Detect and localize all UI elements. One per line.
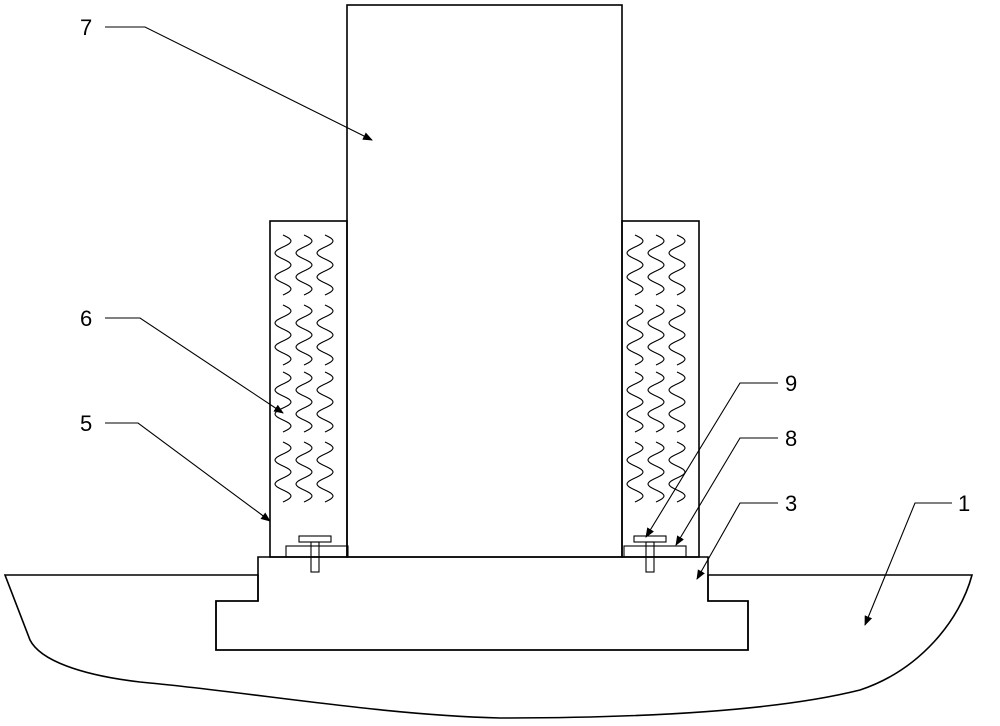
left-spring xyxy=(316,234,334,296)
right-spring xyxy=(668,234,686,296)
callout-3: 3 xyxy=(785,491,797,516)
left-spring xyxy=(316,371,334,433)
callout-7: 7 xyxy=(80,15,92,40)
left-pad-part-8 xyxy=(285,545,349,558)
left-bolt xyxy=(298,535,332,573)
leader-5 xyxy=(105,422,271,522)
leader-8 xyxy=(675,437,778,546)
left-spring xyxy=(295,371,313,433)
right-sleeve-part-5 xyxy=(621,220,700,558)
left-spring xyxy=(316,304,334,366)
callout-1: 1 xyxy=(958,491,970,516)
left-spring xyxy=(295,441,313,503)
left-spring xyxy=(274,371,292,433)
left-spring xyxy=(274,234,292,296)
right-spring xyxy=(668,304,686,366)
right-spring xyxy=(626,304,644,366)
leader-lines xyxy=(105,26,952,626)
left-spring xyxy=(274,441,292,503)
right-springs xyxy=(626,234,686,503)
column-part-7 xyxy=(346,4,623,558)
right-spring xyxy=(647,371,665,433)
base-block-part-3 xyxy=(215,556,749,651)
ground-part-1 xyxy=(3,574,974,719)
leader-9 xyxy=(645,382,778,538)
right-pad-part-8 xyxy=(623,545,687,558)
callout-labels: 7 6 5 9 8 3 1 xyxy=(80,15,970,516)
right-spring xyxy=(668,441,686,503)
leader-3 xyxy=(696,502,778,580)
callout-5: 5 xyxy=(80,411,92,436)
leader-7 xyxy=(105,26,373,141)
left-spring xyxy=(295,304,313,366)
left-spring xyxy=(274,304,292,366)
right-spring xyxy=(647,441,665,503)
right-bolt-part-9 xyxy=(633,535,667,573)
callout-8: 8 xyxy=(785,426,797,451)
right-spring xyxy=(626,441,644,503)
right-spring xyxy=(626,371,644,433)
left-spring xyxy=(295,234,313,296)
leader-6 xyxy=(105,317,284,414)
right-spring xyxy=(668,371,686,433)
right-spring xyxy=(647,234,665,296)
left-sleeve-part-5 xyxy=(269,220,348,558)
left-spring xyxy=(316,441,334,503)
callout-9: 9 xyxy=(785,371,797,396)
callout-6: 6 xyxy=(80,306,92,331)
right-spring xyxy=(647,304,665,366)
right-spring xyxy=(626,234,644,296)
left-springs-part-6 xyxy=(274,234,334,503)
leader-1 xyxy=(864,502,952,626)
